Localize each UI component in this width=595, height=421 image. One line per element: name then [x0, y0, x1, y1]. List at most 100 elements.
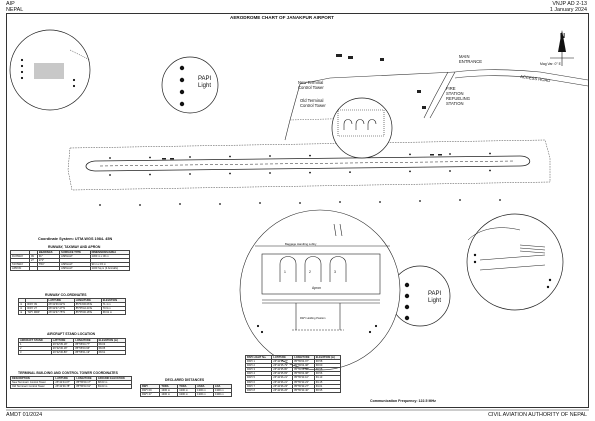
papi-inset-west	[161, 56, 219, 114]
authority-label: CIVIL AVIATION AUTHORITY OF NEPAL	[488, 412, 587, 418]
comm-frequency: Communication Frequency: 122.5 MHz	[370, 399, 436, 403]
header-left: AIP NEPAL	[6, 1, 23, 13]
papi-east-label-1: PAPI	[428, 291, 442, 297]
runway-table-title: RUNWAY, TAXIWAY AND APRON	[48, 245, 101, 249]
table-cell: 1300 m	[195, 392, 215, 398]
fire-station-label-2: STATION	[446, 91, 464, 96]
table-cell: PAPI 8	[244, 387, 273, 393]
table-header-cell: PAPI LIGHT No.	[244, 354, 273, 361]
table-cell: ASPHALT	[59, 266, 91, 272]
papi-west-label-1: PAPI	[198, 76, 212, 82]
amendment-label: AMDT 01/2024	[6, 412, 43, 418]
chart-frame	[6, 13, 589, 408]
fire-station-label-1: FIRE	[446, 86, 456, 91]
table-cell: 26°42'36.21"	[271, 375, 294, 381]
table-cell: 1300 m	[177, 392, 197, 398]
stand-3-label: 3	[334, 270, 336, 274]
old-terminal-label-2: Control Tower	[300, 103, 326, 108]
table-cell: 1300 m	[159, 392, 179, 398]
table-cell: ③	[17, 310, 27, 316]
table-cell: 26°42'36.23"	[271, 383, 294, 389]
table-cell: 26°42'36.89"	[50, 350, 75, 356]
table-cell: 68.95	[313, 387, 342, 393]
baggage-label: Baggage Handling Lobby	[285, 242, 317, 246]
papi-markers	[162, 154, 442, 160]
table-cell: ②	[17, 306, 27, 312]
table-header-cell: ELEVATION (m)	[313, 354, 342, 361]
table-cell: 85°55'01.19"	[73, 350, 98, 356]
table-cell: 1300 m	[213, 392, 232, 398]
table-cell: 85°55'03.61"	[74, 384, 97, 390]
refueling-label-1: REFUELING	[446, 96, 470, 101]
table-cell: 26°42'36.26"	[271, 387, 294, 393]
stand-table-title: AIRCRAFT STAND LOCATION	[47, 332, 96, 336]
table-cell: ①	[17, 302, 27, 308]
old-terminal-label-1: Old Terminal	[300, 98, 324, 103]
apron-inset-circle	[331, 97, 393, 159]
table-header-cell: AIRCRAFT STAND	[18, 337, 52, 344]
table-cell: Old Terminal / Control Tower	[9, 384, 55, 390]
table-cell: 1320 Sq.m (3 Aircrafts)	[89, 266, 131, 272]
table-cell: TWY MRP	[25, 310, 48, 316]
table-header-cell: BEARINGS	[36, 249, 61, 256]
terminal-table-title: TERMINAL BUILDING AND CONTROL TOWER COOR…	[18, 371, 118, 375]
north-arrow	[550, 30, 574, 66]
building-markers	[336, 54, 426, 109]
access-road	[284, 69, 589, 141]
table-header-cell: ELEVATION (m)	[96, 337, 127, 344]
north-label: N	[560, 33, 566, 40]
main-entrance-label-2: ENTRANCE	[459, 59, 483, 64]
table-cell: 68.61	[96, 350, 127, 356]
apron-label: Apron	[312, 286, 322, 290]
rwy-holding-label: RWY Holding Position	[300, 317, 326, 320]
table-cell: 26°42'36.21"	[271, 379, 294, 385]
aip-label: AIP	[6, 1, 15, 7]
apron-detail	[255, 223, 390, 331]
mag-var-label: Mag Var: 0° E	[540, 62, 561, 66]
chart-title: AERODROME CHART OF JANAKPUR AIRPORT	[230, 15, 334, 20]
runway-lights	[99, 152, 501, 206]
country-label: NEPAL	[6, 7, 24, 13]
west-threshold-detail	[34, 49, 91, 79]
papi-west-label-2: Light	[198, 83, 212, 89]
runway	[85, 155, 531, 172]
table-cell: RWY 27	[139, 392, 161, 398]
stand-1-label: 1	[284, 270, 286, 274]
runway-strip	[67, 139, 551, 191]
rwy-coord-table-title: RUNWAY CO-ORDINATES	[45, 293, 87, 297]
table-header-cell: GROUND ELEVATION	[95, 375, 133, 382]
table-cell	[28, 266, 38, 272]
table-cell: 68.61 m	[100, 310, 127, 316]
table-cell: APRON	[10, 266, 30, 272]
stand-2-label: 2	[309, 270, 311, 274]
refueling-label-2: STATION	[446, 101, 464, 106]
table-cell	[36, 266, 61, 272]
table-cell: 3	[18, 350, 52, 356]
new-terminal-label-1: New Terminal	[298, 80, 324, 85]
declared-table-title: DECLARED DISTANCES	[165, 378, 205, 382]
east-threshold-detail	[467, 227, 546, 271]
page-ref: VNJP AD 2-13	[552, 1, 587, 7]
